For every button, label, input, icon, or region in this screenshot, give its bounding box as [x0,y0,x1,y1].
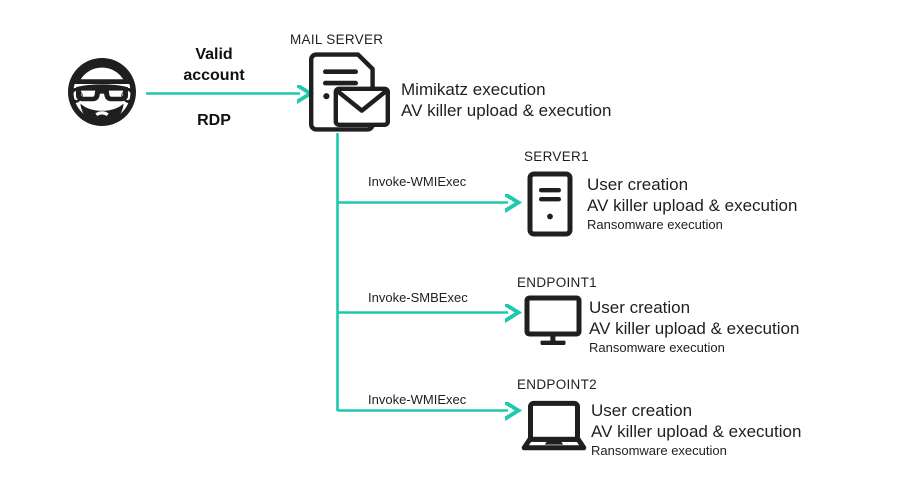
server1-node [527,171,573,237]
desktop-monitor-icon [524,295,582,345]
endpoint2-action-sub-0: Ransomware execution [591,443,727,458]
endpoint1-node [524,295,582,347]
endpoint2-actions: User creation AV killer upload & executi… [591,400,801,460]
endpoint1-actions: User creation AV killer upload & executi… [589,297,799,357]
mail-server-icon [309,52,390,132]
laptop-icon [521,400,587,451]
endpoint1-action-main-1: AV killer upload & execution [589,319,800,338]
endpoint2-label: ENDPOINT2 [517,377,597,392]
server1-actions: User creation AV killer upload & executi… [587,174,797,234]
endpoint2-node [521,398,587,454]
server1-label: SERVER1 [524,149,589,164]
endpoint1-label: ENDPOINT1 [517,275,597,290]
hacker-face-icon [68,58,136,126]
endpoint1-action-sub-0: Ransomware execution [589,340,725,355]
endpoint1-action-main-0: User creation [589,298,691,317]
account-label: account [183,67,245,84]
server1-action-main-1: AV killer upload & execution [587,196,798,215]
mail-server-node [306,52,392,134]
mail-server-action-1: AV killer upload & execution [401,101,612,120]
initial-access-label-rdp: RDP [197,112,231,129]
mail-server-label: MAIL SERVER [290,32,384,47]
mail-server-action-0: Mimikatz execution [401,80,546,99]
edge-label-server1: Invoke-WMIExec [368,174,467,189]
server1-action-sub-0: Ransomware execution [587,217,723,232]
endpoint2-action-main-1: AV killer upload & execution [591,422,802,441]
threat-actor-node [62,54,142,134]
edge-label-endpoint1: Invoke-SMBExec [368,290,468,305]
edge-label-endpoint2: Invoke-WMIExec [368,392,467,407]
valid-label: Valid [195,46,233,63]
initial-access-label-valid-account: Valid account [162,44,266,86]
endpoint2-action-main-0: User creation [591,401,693,420]
server-tower-icon [527,171,573,237]
mail-server-actions: Mimikatz execution AV killer upload & ex… [401,79,611,121]
server1-action-main-0: User creation [587,175,689,194]
